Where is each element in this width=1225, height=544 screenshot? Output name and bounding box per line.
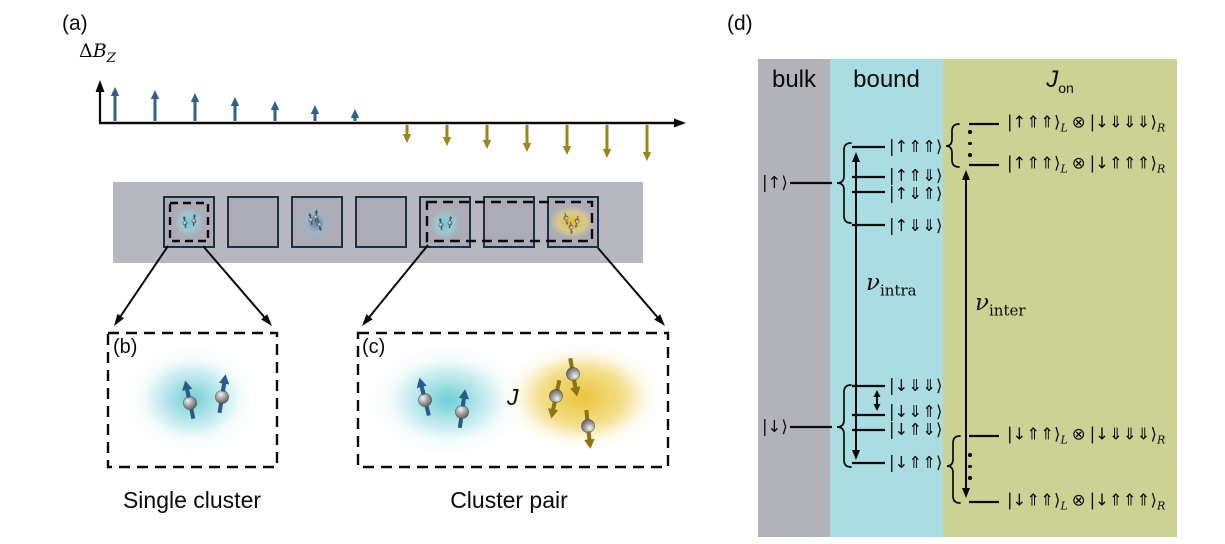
field-arrow-up-head xyxy=(110,87,120,96)
site-axis-horizontal-head xyxy=(674,118,686,128)
ket-fragment: ⊗ xyxy=(1071,424,1086,444)
leader-line-c-right-head xyxy=(654,314,665,326)
jon-region-column xyxy=(943,59,1177,537)
field-arrow-down-head xyxy=(562,146,572,155)
ket-fragment: |↓⇓⇓⇓⟩ xyxy=(1089,424,1157,444)
field-arrow-down-head xyxy=(642,152,652,161)
vertical-dots-bottom xyxy=(968,453,972,480)
jon-header-symbol: J xyxy=(1046,66,1059,93)
ket-fragment: R xyxy=(1156,433,1166,447)
ket-fragment: |↓⇑⇑⇑⟩ xyxy=(1089,153,1157,173)
site1-teal-cluster xyxy=(174,207,204,237)
panel-d-label: (d) xyxy=(727,12,753,35)
jon-header: Jon xyxy=(943,66,1177,96)
ket-fragment: |↓⇓⇓⇓⟩ xyxy=(1089,112,1157,132)
z-subscript: Z xyxy=(106,50,116,66)
leader-line-c-left-head xyxy=(362,314,373,326)
field-arrow-up-head xyxy=(270,101,280,110)
jon-header-subscript: on xyxy=(1058,79,1074,96)
bound-state-ket: |↓⇑⇑⟩ xyxy=(889,452,943,472)
nu-symbol: ν xyxy=(975,290,989,316)
ket-fragment: R xyxy=(1156,121,1166,135)
site7-yellow-cluster xyxy=(549,206,595,238)
cluster-pair-caption: Cluster pair xyxy=(450,487,568,513)
field-arrow-down-head xyxy=(442,137,452,146)
field-arrow-down-head xyxy=(482,140,492,149)
array-site-2 xyxy=(227,196,279,248)
ket-fragment: ⊗ xyxy=(1071,153,1086,173)
field-arrow-down-head xyxy=(402,134,412,143)
bulk-down-ket: |↓⟩ xyxy=(762,416,788,436)
jon-product-state-ket: |↓⇑⇑⟩L⊗|↓⇓⇓⇓⟩R xyxy=(1007,424,1166,447)
bound-state-ket: |↓⇑⇓⟩ xyxy=(889,419,943,439)
ket-fragment: |↓⇑⇑⇑⟩ xyxy=(1089,490,1157,510)
bound-state-ket: |↓⇓⇑⟩ xyxy=(889,401,943,421)
site3-blue-cluster xyxy=(298,206,334,240)
single-cluster-caption: Single cluster xyxy=(122,487,262,513)
ket-fragment: |↓⇑⇑⟩ xyxy=(1007,490,1061,510)
vertical-dots-top xyxy=(968,130,972,157)
jon-product-state-ket: |↑⇑⇑⟩L⊗|↓⇓⇓⇓⟩R xyxy=(1007,112,1166,135)
single-cluster-ellipse xyxy=(126,346,258,452)
bound-header: bound xyxy=(853,66,920,93)
array-site-6 xyxy=(483,196,535,248)
b-symbol: B xyxy=(92,40,107,62)
bulk-region-column xyxy=(758,59,830,537)
ket-fragment: R xyxy=(1156,162,1166,176)
nu-intra-label: νintra xyxy=(866,272,917,299)
nu-symbol: ν xyxy=(866,270,880,296)
leader-line-b-right-head xyxy=(261,314,272,326)
bulk-header: bulk xyxy=(771,66,817,93)
bound-state-ket: |↑⇑⇑⟩ xyxy=(889,136,943,156)
field-axis-label: ΔBZ xyxy=(79,40,116,66)
jon-product-state-ket: |↑⇑⇑⟩L⊗|↓⇑⇑⇑⟩R xyxy=(1007,153,1166,176)
bound-state-ket: |↑⇓⇑⟩ xyxy=(889,183,943,203)
bound-state-ket: |↑⇑⇓⟩ xyxy=(889,165,943,185)
bound-state-ket: |↑⇓⇓⟩ xyxy=(889,215,943,235)
ket-fragment: L xyxy=(1060,121,1068,135)
panel-a-label: (a) xyxy=(62,12,88,35)
panel-b-label: (b) xyxy=(113,336,138,358)
field-arrow-up-head xyxy=(350,109,360,118)
site5-teal-cluster xyxy=(430,209,460,239)
ket-fragment: L xyxy=(1060,162,1068,176)
nu-inter-label: νinter xyxy=(975,292,1026,319)
ket-fragment: ⊗ xyxy=(1071,112,1086,132)
nu-inter-subscript: inter xyxy=(988,301,1026,320)
delta-symbol: Δ xyxy=(79,40,93,62)
field-axis-vertical-head xyxy=(95,80,105,92)
leader-line-b-left-head xyxy=(114,313,125,326)
ket-fragment: |↓⇑⇑⟩ xyxy=(1007,424,1061,444)
ket-fragment: R xyxy=(1156,499,1166,513)
field-arrow-up-head xyxy=(310,105,320,114)
pair-right-cluster-ellipse xyxy=(502,343,662,451)
field-arrow-down-head xyxy=(602,149,612,158)
ket-fragment: |↑⇑⇑⟩ xyxy=(1007,153,1061,173)
field-arrow-down-head xyxy=(522,143,532,152)
bound-state-ket: |↓⇓⇓⟩ xyxy=(889,375,943,395)
ket-fragment: ⊗ xyxy=(1071,490,1086,510)
bulk-up-ket: |↑⟩ xyxy=(762,172,788,192)
field-arrow-up-head xyxy=(190,93,200,102)
ket-fragment: |↑⇑⇑⟩ xyxy=(1007,112,1061,132)
array-site-4 xyxy=(355,196,407,248)
exchange-coupling-label: J xyxy=(507,384,519,410)
field-arrow-up-head xyxy=(230,97,240,106)
panel-c-label: (c) xyxy=(362,336,386,358)
nu-intra-subscript: intra xyxy=(879,281,917,300)
field-arrow-up-head xyxy=(150,90,160,99)
ket-fragment: L xyxy=(1060,433,1068,447)
ket-fragment: L xyxy=(1060,499,1068,513)
jon-product-state-ket: |↓⇑⇑⟩L⊗|↓⇑⇑⇑⟩R xyxy=(1007,490,1166,513)
